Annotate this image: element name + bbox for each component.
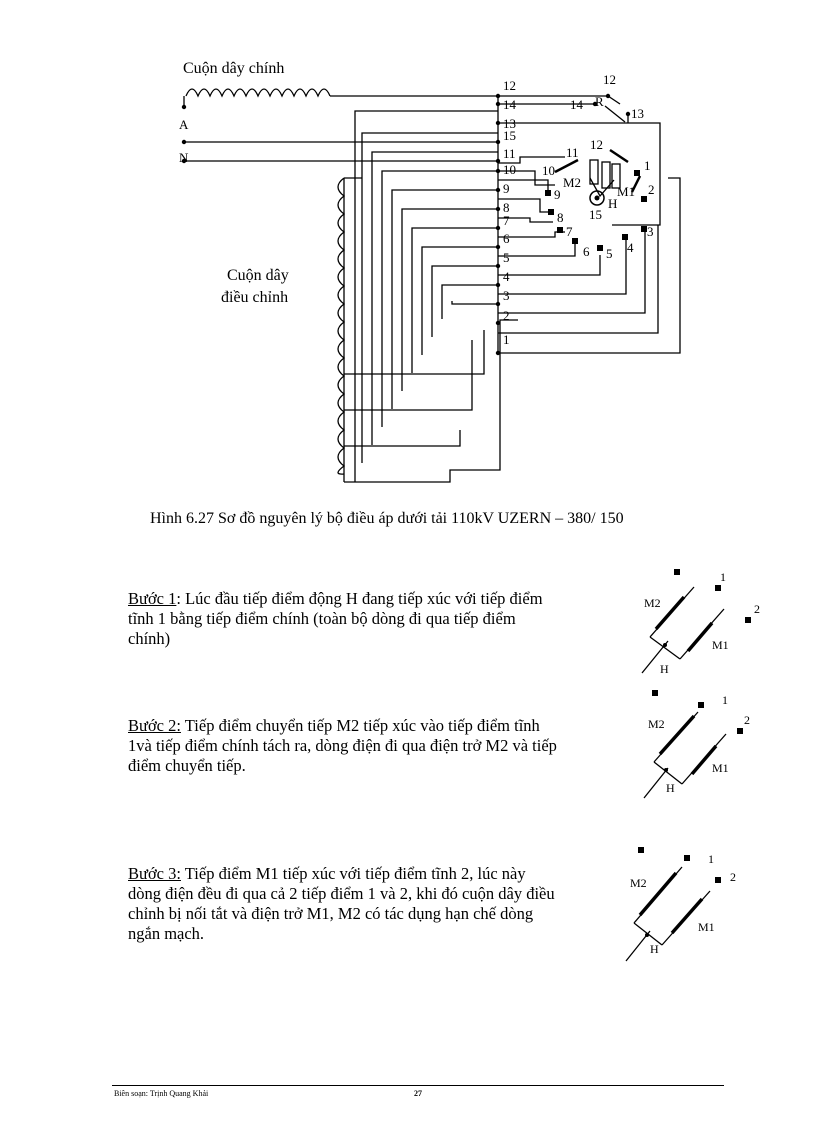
selector-label: 10 <box>542 163 555 178</box>
mini-label-h: H <box>650 942 659 956</box>
mini-label-1: 1 <box>708 852 714 866</box>
main-coil-winding <box>185 88 331 98</box>
selector-label: 4 <box>627 240 634 255</box>
selector-label: 14 <box>570 97 584 112</box>
selector-label: H <box>608 196 617 211</box>
mini-diagram-step-2: M2 M1 H 1 2 <box>643 690 750 799</box>
selector-label: 3 <box>647 224 654 239</box>
mini-label-m1: M1 <box>712 761 729 775</box>
selector-label: M1 <box>617 184 635 199</box>
regulating-coil-winding <box>337 177 346 475</box>
selector-label: 13 <box>631 106 644 121</box>
mini-label-h: H <box>660 662 669 676</box>
footer-author: Biên soạn: Trịnh Quang Khải <box>114 1089 209 1098</box>
mini-diagram-step-1: M2 M1 H 1 2 <box>641 569 760 676</box>
step-3-title: Bước 3: <box>128 864 181 883</box>
step-1-title: Bước 1 <box>128 589 177 608</box>
selector-label: 12 <box>590 137 603 152</box>
step-1-text: Lúc đầu tiếp điểm động H đang tiếp xúc v… <box>128 589 543 648</box>
terminal-n-label: N <box>179 150 189 165</box>
bus-label: 9 <box>503 181 510 196</box>
mini-label-h: H <box>666 781 675 795</box>
regulating-coil-label-line1: Cuộn dây <box>227 267 289 284</box>
regulating-coil-label-line2: điều chỉnh <box>221 289 289 306</box>
selector-label: 11 <box>566 145 579 160</box>
bus-label: 6 <box>503 231 510 246</box>
mini-label-m2: M2 <box>648 717 665 731</box>
mini-label-m2: M2 <box>630 876 647 890</box>
bus-label: 12 <box>503 78 516 93</box>
main-coil-label: Cuộn dây chính <box>183 60 285 77</box>
selector-label: M2 <box>563 175 581 190</box>
bus-label: 10 <box>503 162 516 177</box>
selector-label: 2 <box>648 182 655 197</box>
step-2-text: Tiếp điểm chuyển tiếp M2 tiếp xúc vào ti… <box>128 716 557 775</box>
selector-label: 15 <box>589 207 602 222</box>
page-number: 27 <box>414 1089 422 1098</box>
selector-label: 12 <box>603 72 616 87</box>
selector-label: 8 <box>557 210 564 225</box>
selector-label: 5 <box>606 246 613 261</box>
tap-changer-schematic: 12 14 13 15 11 10 9 8 7 6 5 4 3 2 1 A N … <box>179 72 681 483</box>
bus-label: 5 <box>503 250 510 265</box>
bus-label: 1 <box>503 332 510 347</box>
footer-divider <box>112 1085 724 1086</box>
figure-caption: Hình 6.27 Sơ đồ nguyên lý bộ điều áp dướ… <box>150 510 624 527</box>
mini-label-m1: M1 <box>712 638 729 652</box>
bus-label: 11 <box>503 146 516 161</box>
mini-label-1: 1 <box>722 693 728 707</box>
step-1-sep: : <box>176 589 181 608</box>
selector-label: R <box>595 94 604 109</box>
bus-label: 3 <box>503 288 510 303</box>
mini-label-2: 2 <box>754 602 760 616</box>
bus-label: 15 <box>503 128 516 143</box>
bus-label: 8 <box>503 200 510 215</box>
bus-label: 7 <box>503 213 510 228</box>
step-2-title: Bước 2: <box>128 716 181 735</box>
step-3-text: Tiếp điểm M1 tiếp xúc với tiếp điểm tĩnh… <box>128 864 555 943</box>
step-3: Bước 3: Tiếp điểm M1 tiếp xúc với tiếp đ… <box>128 864 558 944</box>
terminal-a-label: A <box>179 117 189 132</box>
bus-label: 14 <box>503 97 517 112</box>
bus-label: 4 <box>503 269 510 284</box>
step-1: Bước 1: Lúc đầu tiếp điểm động H đang ti… <box>128 589 558 649</box>
mini-diagram-step-3: M2 M1 H 1 2 <box>625 847 736 962</box>
mini-label-m1: M1 <box>698 920 715 934</box>
mini-label-2: 2 <box>744 713 750 727</box>
bus-label: 2 <box>503 308 510 323</box>
mini-label-m2: M2 <box>644 596 661 610</box>
selector-label: 9 <box>554 187 561 202</box>
step-2: Bước 2: Tiếp điểm chuyển tiếp M2 tiếp xú… <box>128 716 558 776</box>
selector-label: 1 <box>644 158 651 173</box>
mini-label-1: 1 <box>720 570 726 584</box>
bus-label: 13 <box>503 116 516 131</box>
selector-label: 7 <box>566 224 573 239</box>
selector-label: 6 <box>583 244 590 259</box>
mini-label-2: 2 <box>730 870 736 884</box>
